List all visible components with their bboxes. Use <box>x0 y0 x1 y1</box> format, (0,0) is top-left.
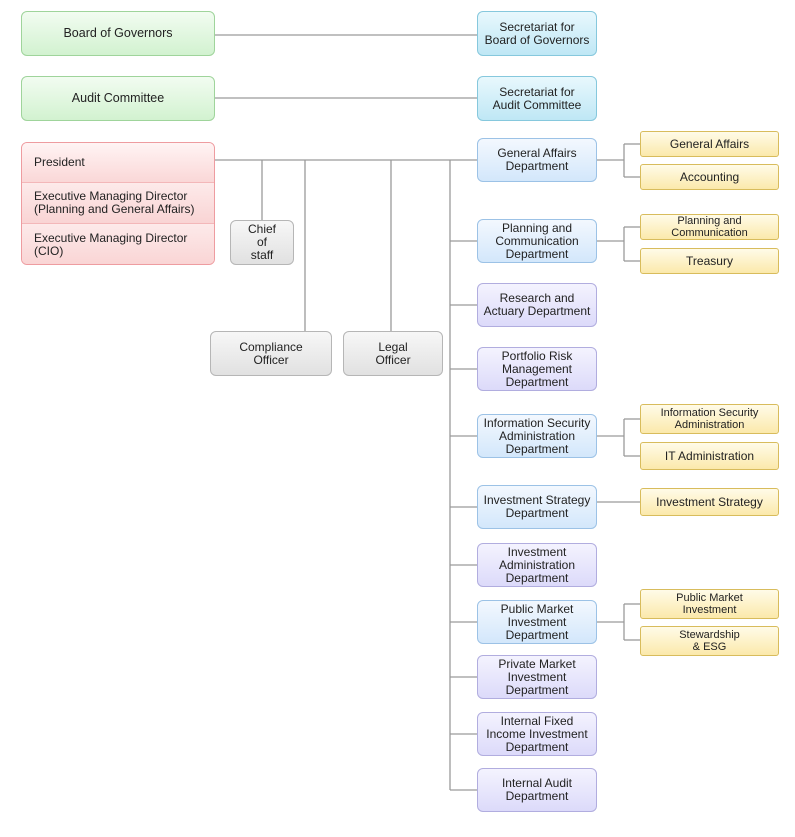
board-of-governors-box: Board of Governors <box>21 11 215 56</box>
div-label: Information Security Administration <box>660 407 759 431</box>
dept-portfolio-risk: Portfolio Risk Management Department <box>477 347 597 391</box>
dept-label: Portfolio Risk Management Department <box>501 348 573 389</box>
chief-of-staff-box: Chief of staff <box>230 220 294 265</box>
dept-label: Internal Audit Department <box>501 776 573 803</box>
legal-officer-box: Legal Officer <box>343 331 443 376</box>
div-label: Accounting <box>679 169 740 184</box>
dept-label: Planning and Communication Department <box>495 220 579 261</box>
dept-general-affairs: General Affairs Department <box>477 138 597 182</box>
chief-of-staff-label: Chief of staff <box>247 222 276 262</box>
div-accounting: Accounting <box>640 164 779 190</box>
dept-label: Research and Actuary Department <box>483 291 591 318</box>
dept-info-security: Information Security Administration Depa… <box>477 414 597 458</box>
dept-investment-administration: Investment Administration Department <box>477 543 597 587</box>
audit-committee-label: Audit Committee <box>71 91 165 105</box>
div-label: Investment Strategy <box>656 494 763 509</box>
audit-committee-box: Audit Committee <box>21 76 215 121</box>
board-of-governors-label: Board of Governors <box>63 26 173 40</box>
president-block: President Executive Managing Director (P… <box>21 142 215 265</box>
dept-label: Private Market Investment Department <box>498 656 576 697</box>
div-treasury: Treasury <box>640 248 779 274</box>
dept-label: Investment Strategy Department <box>483 493 591 520</box>
dept-label: General Affairs Department <box>497 146 577 173</box>
dept-investment-strategy: Investment Strategy Department <box>477 485 597 529</box>
dept-internal-audit: Internal Audit Department <box>477 768 597 812</box>
div-general-affairs: General Affairs <box>640 131 779 157</box>
secretariat-board-label: Secretariat for Board of Governors <box>484 19 590 47</box>
secretariat-audit-label: Secretariat for Audit Committee <box>492 84 582 112</box>
div-label: Stewardship & ESG <box>679 629 740 653</box>
dept-label: Internal Fixed Income Investment Departm… <box>486 713 588 754</box>
president-row: President <box>22 143 214 183</box>
div-label: Public Market Investment <box>676 592 743 616</box>
dept-label: Information Security Administration Depa… <box>483 415 591 456</box>
dept-label: Public Market Investment Department <box>500 601 574 642</box>
dept-private-market-investment: Private Market Investment Department <box>477 655 597 699</box>
emd-cio-row: Executive Managing Director (CIO) <box>22 224 214 264</box>
compliance-officer-label: Compliance Officer <box>239 339 303 367</box>
div-label: Planning and Communication <box>671 215 748 239</box>
emd-planning-row: Executive Managing Director (Planning an… <box>22 183 214 224</box>
div-investment-strategy: Investment Strategy <box>640 488 779 516</box>
dept-public-market-investment: Public Market Investment Department <box>477 600 597 644</box>
dept-internal-fixed-income: Internal Fixed Income Investment Departm… <box>477 712 597 756</box>
div-info-security-admin: Information Security Administration <box>640 404 779 434</box>
div-label: IT Administration <box>664 448 755 463</box>
div-label: Treasury <box>686 253 733 268</box>
div-public-market-investment: Public Market Investment <box>640 589 779 619</box>
compliance-officer-box: Compliance Officer <box>210 331 332 376</box>
dept-label: Investment Administration Department <box>498 544 576 585</box>
secretariat-audit-box: Secretariat for Audit Committee <box>477 76 597 121</box>
div-stewardship-esg: Stewardship & ESG <box>640 626 779 656</box>
dept-planning-communication: Planning and Communication Department <box>477 219 597 263</box>
div-it-admin: IT Administration <box>640 442 779 470</box>
div-planning-communication: Planning and Communication <box>640 214 779 240</box>
legal-officer-label: Legal Officer <box>375 339 411 367</box>
dept-research-actuary: Research and Actuary Department <box>477 283 597 327</box>
div-label: General Affairs <box>669 136 750 151</box>
secretariat-board-box: Secretariat for Board of Governors <box>477 11 597 56</box>
